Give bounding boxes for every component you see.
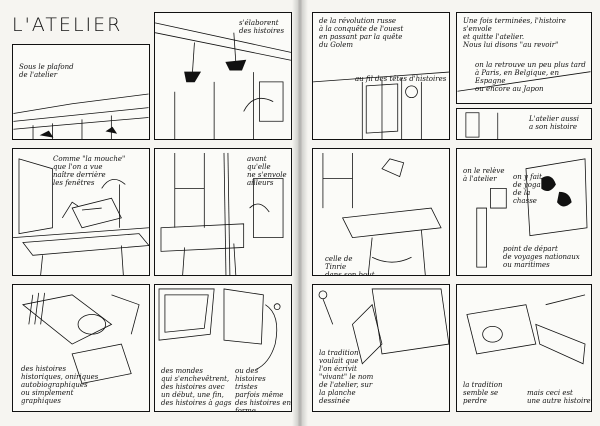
panel-worlds: des mondes qui s'enchevêtrent, des histo… (154, 284, 292, 412)
doors-drawing (313, 71, 449, 139)
panel-lamp-desk: celle de Tinrie dans son bout (312, 148, 450, 276)
panel-tradition-lost: la tradition semble se perdre mais ceci … (456, 284, 592, 412)
lamps-drawing (155, 22, 291, 139)
panel-atelier-history: L'atelier aussi a son histoire (456, 108, 592, 140)
caption-historical: des histoires historiques, oniriques aut… (21, 365, 99, 405)
panel-map: on le relève à l'atelier on y fait de yo… (456, 148, 592, 276)
caption-sad-stories: ou des histoires tristes parfois même de… (235, 367, 292, 412)
caption-revealed: on le relève à l'atelier (463, 167, 505, 183)
caption-tinrie: celle de Tinrie dans son bout (325, 255, 375, 276)
caption-atelier-history: L'atelier aussi a son histoire (529, 115, 579, 131)
panel-farewell: Une fois terminées, l'histoire s'envole … (456, 12, 592, 104)
panel-lamps: s'élaborent des histoires (154, 12, 292, 140)
drawing-board-drawing (318, 288, 449, 365)
panel-tradition: la tradition voulait que l'on écrivit "v… (312, 284, 450, 412)
caption-departure: point de départ de voyages nationaux ou … (503, 245, 580, 269)
panel-window: avant qu'elle ne s'envole ailleurs (154, 148, 292, 276)
caption-tradition: la tradition voulait que l'on écrivit "v… (319, 349, 374, 405)
panel-ceiling: Sous le plafond de l'atelier (12, 44, 150, 140)
frames-drawing (158, 288, 281, 371)
caption-another-story: mais ceci est une autre histoire (527, 389, 591, 405)
brushes-drawing (22, 292, 140, 384)
page-title: L'ATELIER (12, 14, 123, 36)
panel-revolution: de la révolution russe à la conquête de … (312, 12, 450, 140)
window-drawing (160, 152, 284, 275)
caption-stories: s'élaborent des histoires (239, 19, 285, 35)
map-drawing (476, 158, 588, 268)
caption-yoga: on y fait de yoga de la chasse (513, 173, 542, 205)
caption-tradition-lost: la tradition semble se perdre (463, 381, 503, 405)
desk-drawing (13, 158, 149, 275)
panel-historical: des histoires historiques, oniriques aut… (12, 284, 150, 412)
caption-worlds: des mondes qui s'enchevêtrent, des histo… (161, 367, 232, 407)
caption-found-again: on la retrouve un peu plus tard à Paris,… (475, 61, 586, 93)
caption-fly: Comme "la mouche" que l'on a vue naître … (53, 155, 126, 187)
caption-ceiling: Sous le plafond de l'atelier (19, 63, 74, 79)
caption-revolution: de la révolution russe à la conquête de … (319, 17, 404, 49)
atelier-history-drawing (465, 112, 499, 139)
ceiling-drawing (13, 93, 149, 139)
pens-drawing (466, 294, 586, 365)
caption-story-heads: au fil des têtes d'histoires (355, 75, 447, 83)
book-gutter (292, 0, 308, 426)
lamp-desk-drawing (322, 152, 442, 275)
caption-away: avant qu'elle ne s'envole ailleurs (247, 155, 287, 187)
caption-farewell: Une fois terminées, l'histoire s'envole … (463, 17, 566, 49)
farewell-drawing (457, 71, 591, 92)
panel-desk: Comme "la mouche" que l'on a vue naître … (12, 148, 150, 276)
